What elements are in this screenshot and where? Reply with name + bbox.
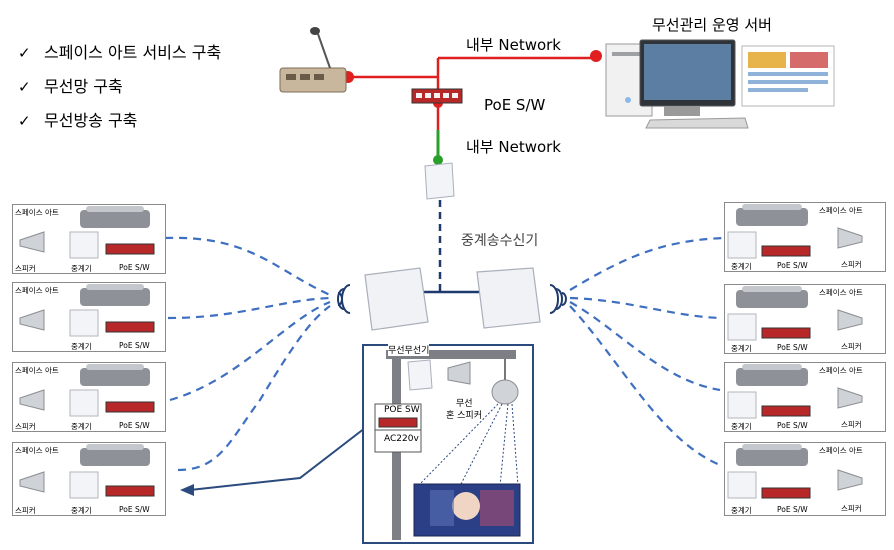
checklist: ✓스페이스 아트 서비스 구축 ✓무선망 구축 ✓무선방송 구축	[18, 36, 221, 138]
check-icon: ✓	[18, 78, 31, 96]
left-access-point	[364, 267, 429, 331]
wireless-signal-icon	[337, 284, 351, 314]
unit-label: 스페이스 아트	[15, 446, 59, 455]
unit-label: 중계기	[731, 506, 752, 515]
unit-label: PoE S/W	[777, 421, 808, 430]
connection-dot	[590, 50, 602, 62]
unit-label: 중계기	[71, 342, 92, 351]
unit-label: 스피커	[841, 504, 862, 513]
checklist-item: ✓무선방송 구축	[18, 104, 221, 138]
unit-label: PoE S/W	[119, 341, 150, 350]
unit-label: PoE S/W	[119, 505, 150, 514]
unit-label: 스피커	[841, 420, 862, 429]
pole-top-label: 무선무선기	[388, 343, 430, 356]
unit-label: 스페이스 아트	[15, 366, 59, 375]
unit-label: 스피커	[841, 260, 862, 269]
space-art-unit-left-2: 스페이스 아트 중계기 PoE S/W	[12, 282, 166, 352]
unit-label: PoE S/W	[119, 263, 150, 272]
unit-label: 중계기	[71, 506, 92, 515]
pole-poe-label: POE SW	[384, 405, 420, 415]
unit-label: 스페이스 아트	[819, 288, 863, 297]
connection-dot	[433, 155, 443, 165]
wireless-links-left	[164, 236, 331, 472]
relay-transceiver-label: 중계송수신기	[461, 233, 539, 249]
poe-switch-label: PoE S/W	[484, 96, 546, 114]
unit-label: 중계기	[731, 344, 752, 353]
flow-arrow	[189, 427, 366, 491]
unit-label: PoE S/W	[777, 343, 808, 352]
poe-switch-main	[411, 88, 463, 104]
unit-label: PoE S/W	[119, 421, 150, 430]
unit-label: 스피커	[841, 342, 862, 351]
checklist-item: ✓무선망 구축	[18, 70, 221, 104]
pole-horn-label-2: 혼 스피커	[446, 411, 482, 421]
unit-label: PoE S/W	[777, 505, 808, 514]
checklist-item: ✓스페이스 아트 서비스 구축	[18, 36, 221, 70]
top-access-point	[424, 162, 455, 200]
unit-label: 중계기	[71, 264, 92, 273]
space-art-unit-right-2: 스페이스 아트 중계기 PoE S/W 스피커	[724, 284, 886, 354]
unit-label: 스페이스 아트	[15, 208, 59, 217]
unit-label: 스페이스 아트	[819, 446, 863, 455]
unit-label: PoE S/W	[777, 261, 808, 270]
unit-label: 중계기	[731, 262, 752, 271]
unit-label: 스피커	[15, 422, 36, 431]
unit-label: 스페이스 아트	[819, 366, 863, 375]
internal-network-label: 내부 Network	[466, 138, 561, 156]
space-art-unit-right-1: 스페이스 아트 중계기 PoE S/W 스피커	[724, 202, 886, 272]
space-art-unit-right-4: 스페이스 아트 중계기 PoE S/W 스피커	[724, 442, 886, 516]
unit-label: 스피커	[15, 264, 36, 273]
unit-label: 중계기	[731, 422, 752, 431]
check-icon: ✓	[18, 112, 31, 130]
connection-dot	[342, 71, 354, 83]
pole-ac-label: AC220v	[384, 434, 419, 444]
space-art-unit-left-1: 스페이스 아트 스피커 중계기 PoE S/W	[12, 204, 166, 274]
unit-label: 스피커	[15, 506, 36, 515]
arrow-head-icon	[180, 484, 194, 496]
internal-network-lines	[348, 56, 596, 130]
space-art-unit-right-3: 스페이스 아트 중계기 PoE S/W 스피커	[724, 362, 886, 432]
unit-label: 스페이스 아트	[819, 206, 863, 215]
wireless-signal-icon	[549, 284, 567, 314]
server-label: 무선관리 운영 서버	[652, 16, 772, 34]
check-icon: ✓	[18, 44, 31, 62]
unit-label: 중계기	[71, 422, 92, 431]
right-access-point	[476, 267, 541, 329]
wireless-links-right	[569, 236, 726, 467]
space-art-unit-left-4: 스페이스 아트 스피커 중계기 PoE S/W	[12, 442, 166, 516]
internal-network-label: 내부 Network	[466, 36, 561, 54]
unit-label: 스페이스 아트	[15, 286, 59, 295]
space-art-unit-left-3: 스페이스 아트 스피커 중계기 PoE S/W	[12, 362, 166, 432]
pole-horn-label-1: 무선	[456, 399, 473, 409]
pole-installation-frame	[362, 344, 534, 544]
